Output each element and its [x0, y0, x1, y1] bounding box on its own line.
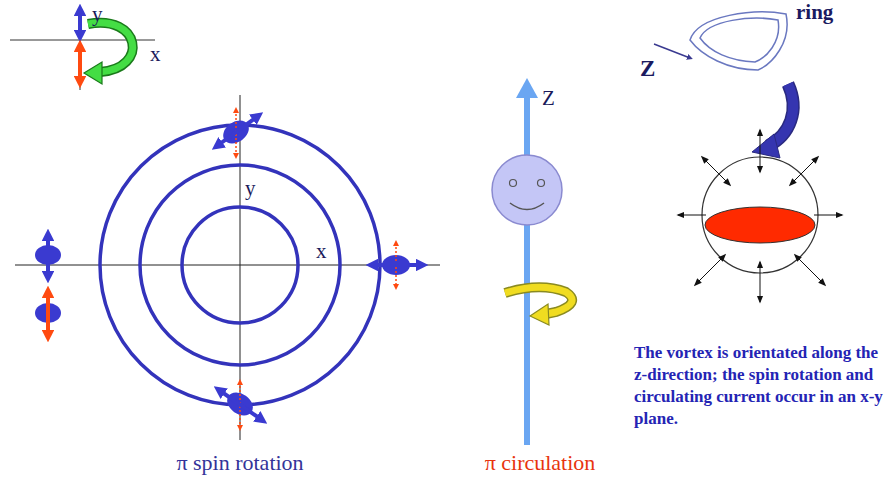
figure-caption: π circulation	[485, 450, 596, 475]
axis-label: Z	[542, 86, 555, 110]
spin-symbols	[35, 110, 422, 428]
axis-label: x	[316, 239, 327, 263]
figure-caption: π spin rotation	[176, 450, 303, 475]
ring-sphere-figure	[654, 12, 842, 302]
axis-label: y	[92, 2, 103, 26]
axis-label: Z	[640, 56, 655, 82]
axis-label: y	[245, 176, 256, 200]
note-text: The vortex is orientated along the z-dir…	[634, 342, 884, 430]
ring-label: ring	[796, 0, 833, 24]
circulation-figure	[492, 78, 572, 445]
vortex-circles	[15, 95, 440, 440]
axis-label: x	[150, 42, 161, 66]
small-axes	[10, 8, 155, 90]
